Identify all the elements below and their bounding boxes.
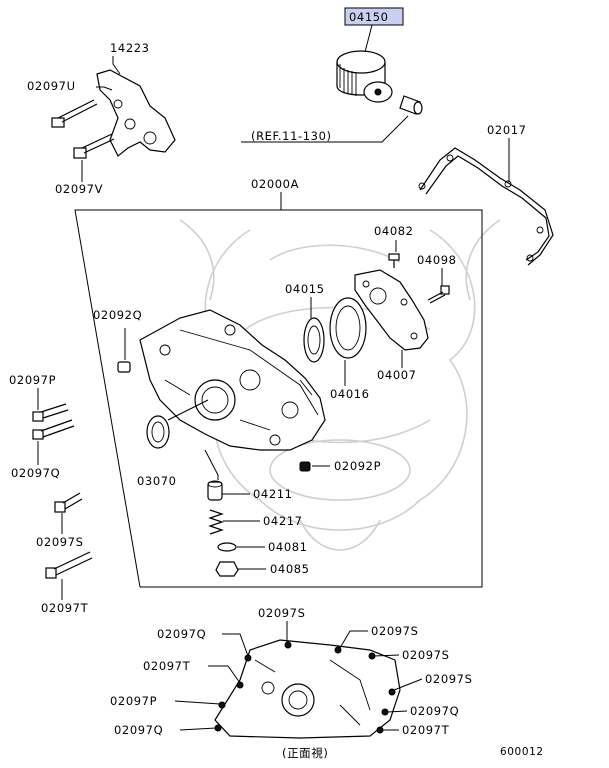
part-number-02092q: 02092Q: [93, 308, 142, 322]
inner-gear-part: [303, 317, 325, 363]
plug-02092q: [117, 361, 131, 373]
plug-04085: [215, 561, 239, 577]
leader-14223: [112, 56, 121, 75]
leader-03070: [204, 449, 219, 480]
part-number-04217: 04217: [263, 514, 303, 528]
front-part-02097t-1: 02097T: [143, 659, 191, 673]
leader-front-02097t-1: [208, 665, 241, 684]
part-number-02097u: 02097U: [27, 79, 76, 93]
front-part-02097p: 02097P: [110, 694, 157, 708]
part-number-02097v: 02097V: [55, 182, 103, 196]
part-number-02097t-left: 02097T: [41, 601, 89, 615]
leader-04150: [364, 24, 373, 53]
oil-seal-part: [146, 415, 170, 449]
relief-plunger-04211: [207, 480, 223, 501]
leader-02097u: [96, 86, 113, 91]
part-number-02097q-left: 02097Q: [11, 466, 60, 480]
front-part-02097q-2: 02097Q: [410, 704, 459, 718]
oil-filter-part: [336, 50, 423, 115]
front-part-02097t-2: 02097T: [402, 723, 450, 737]
front-part-02097s-3: 02097S: [402, 648, 449, 662]
part-number-04150: 04150: [349, 10, 389, 24]
part-number-04016: 04016: [330, 387, 370, 401]
plug-02092p: [299, 461, 311, 472]
part-number-02097p-left: 02097P: [9, 373, 56, 387]
part-highlight-04150: [344, 7, 404, 26]
bolt-02097s-left: [54, 492, 83, 513]
part-number-04082: 04082: [374, 224, 414, 238]
part-number-04211: 04211: [253, 487, 293, 501]
front-part-02097s-2: 02097S: [371, 624, 418, 638]
leader-front-02097q-1: [222, 633, 249, 657]
oil-pump-body: [139, 309, 326, 451]
bolt-02097t-left: [45, 551, 93, 579]
leader-front-02097q-3: [179, 727, 217, 731]
bolt-04098: [427, 285, 450, 304]
bolt-02097u: [51, 99, 98, 128]
gasket-part: [418, 147, 554, 266]
part-number-04007: 04007: [377, 368, 417, 382]
bracket-part: [96, 69, 176, 157]
pump-cover-part: [354, 269, 429, 351]
part-number-02097s-left: 02097S: [36, 535, 83, 549]
outer-rotor-part: [329, 297, 367, 359]
front-part-02097q-1: 02097Q: [157, 627, 206, 641]
part-number-02000a: 02000A: [251, 177, 299, 191]
assembly-box-02000a: [74, 209, 483, 588]
gasket-04081: [217, 542, 237, 552]
reference-label: (REF.11-130): [251, 129, 332, 143]
leader-front-02097s-2: [339, 630, 368, 649]
leader-ref: [241, 115, 409, 143]
part-number-04085: 04085: [270, 562, 310, 576]
bolt-02097p-left: [32, 403, 69, 422]
part-number-04098: 04098: [417, 253, 457, 267]
leader-front-02097s-4: [393, 678, 423, 691]
leader-front-02097q-2: [386, 710, 408, 713]
part-number-02092p: 02092P: [334, 459, 381, 473]
leader-front-02097p: [174, 700, 221, 705]
relief-spring-04217: [208, 509, 224, 535]
screw-04082: [388, 253, 400, 268]
front-view-assembly: [214, 639, 401, 739]
front-part-02097s-top: 02097S: [258, 606, 305, 620]
part-number-04081: 04081: [268, 540, 308, 554]
leader-front-02097s-3: [373, 654, 400, 657]
bolt-02097v: [73, 133, 115, 159]
part-number-14223: 14223: [110, 41, 150, 55]
front-view-caption: (正面視): [282, 746, 328, 760]
bolt-02097q-left: [32, 419, 75, 440]
part-number-04015: 04015: [285, 282, 325, 296]
diagram-id: 600012: [500, 746, 544, 758]
part-number-02017: 02017: [487, 123, 527, 137]
front-part-02097s-4: 02097S: [425, 672, 472, 686]
leader-seal-body: [167, 399, 209, 421]
part-number-03070: 03070: [137, 474, 177, 488]
front-part-02097q-3: 02097Q: [114, 723, 163, 737]
